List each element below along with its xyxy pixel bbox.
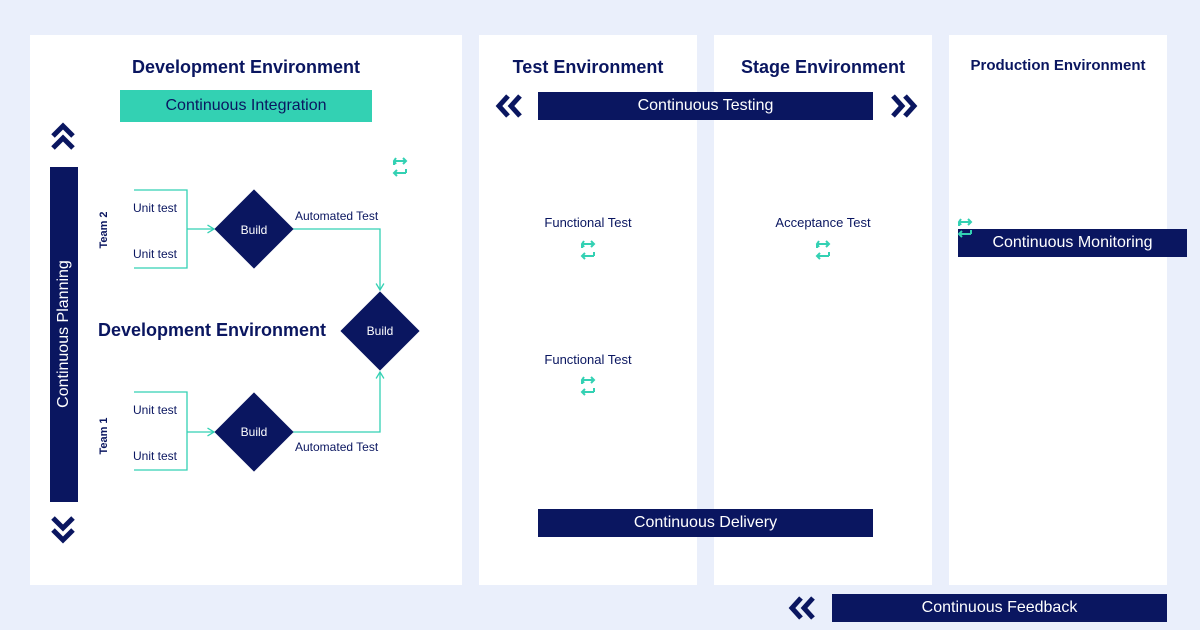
chevron-double-down-icon bbox=[51, 516, 75, 544]
build-label: Build bbox=[240, 425, 268, 439]
cycle-arrows-icon bbox=[581, 376, 595, 396]
production-title: Production Environment bbox=[970, 57, 1146, 74]
team1-label: Team 1 bbox=[98, 417, 110, 455]
unit-test-label: Unit test bbox=[133, 201, 178, 215]
unit-test-label: Unit test bbox=[133, 247, 178, 261]
development-title-overlap: Development Environment bbox=[97, 320, 327, 340]
continuous-monitoring-bar: Continuous Monitoring bbox=[958, 229, 1187, 257]
build-label: Build bbox=[240, 223, 268, 237]
chevron-double-right-icon bbox=[891, 94, 918, 118]
unit-test-label: Unit test bbox=[133, 403, 178, 417]
continuous-feedback-bar: Continuous Feedback bbox=[832, 594, 1167, 622]
production-panel bbox=[949, 35, 1167, 585]
chevron-double-left-icon bbox=[788, 596, 815, 620]
test-panel bbox=[479, 35, 697, 585]
chevron-double-up-icon bbox=[51, 122, 75, 150]
stage-title: Stage Environment bbox=[740, 57, 906, 77]
stage-panel bbox=[714, 35, 932, 585]
acceptance-test-label: Acceptance Test bbox=[775, 215, 871, 230]
development-title: Development Environment bbox=[131, 57, 361, 77]
connector bbox=[293, 370, 385, 433]
automated-test-label: Automated Test bbox=[295, 209, 379, 223]
build-diamond-team1 bbox=[214, 392, 294, 472]
chevron-double-left-icon bbox=[495, 94, 522, 118]
cycle-arrows-icon bbox=[393, 157, 407, 177]
continuous-integration-bar: Continuous Integration bbox=[120, 90, 372, 122]
automated-test-label: Automated Test bbox=[295, 440, 379, 454]
build-diamond-merge bbox=[340, 291, 420, 371]
cycle-arrows-icon bbox=[816, 240, 830, 260]
continuous-planning-bar: Continuous Planning bbox=[50, 167, 78, 502]
functional-test-label: Functional Test bbox=[544, 352, 632, 367]
build-label: Build bbox=[366, 324, 394, 338]
continuous-testing-bar: Continuous Testing bbox=[538, 92, 873, 120]
functional-test-label: Functional Test bbox=[544, 215, 632, 230]
continuous-delivery-bar: Continuous Delivery bbox=[538, 509, 873, 537]
team1-bracket bbox=[134, 391, 188, 471]
cycle-arrows-icon bbox=[581, 240, 595, 260]
connector bbox=[293, 228, 385, 292]
test-title: Test Environment bbox=[512, 57, 664, 77]
team2-label: Team 2 bbox=[98, 211, 110, 249]
cycle-arrows-icon bbox=[958, 218, 972, 238]
unit-test-label: Unit test bbox=[133, 449, 178, 463]
